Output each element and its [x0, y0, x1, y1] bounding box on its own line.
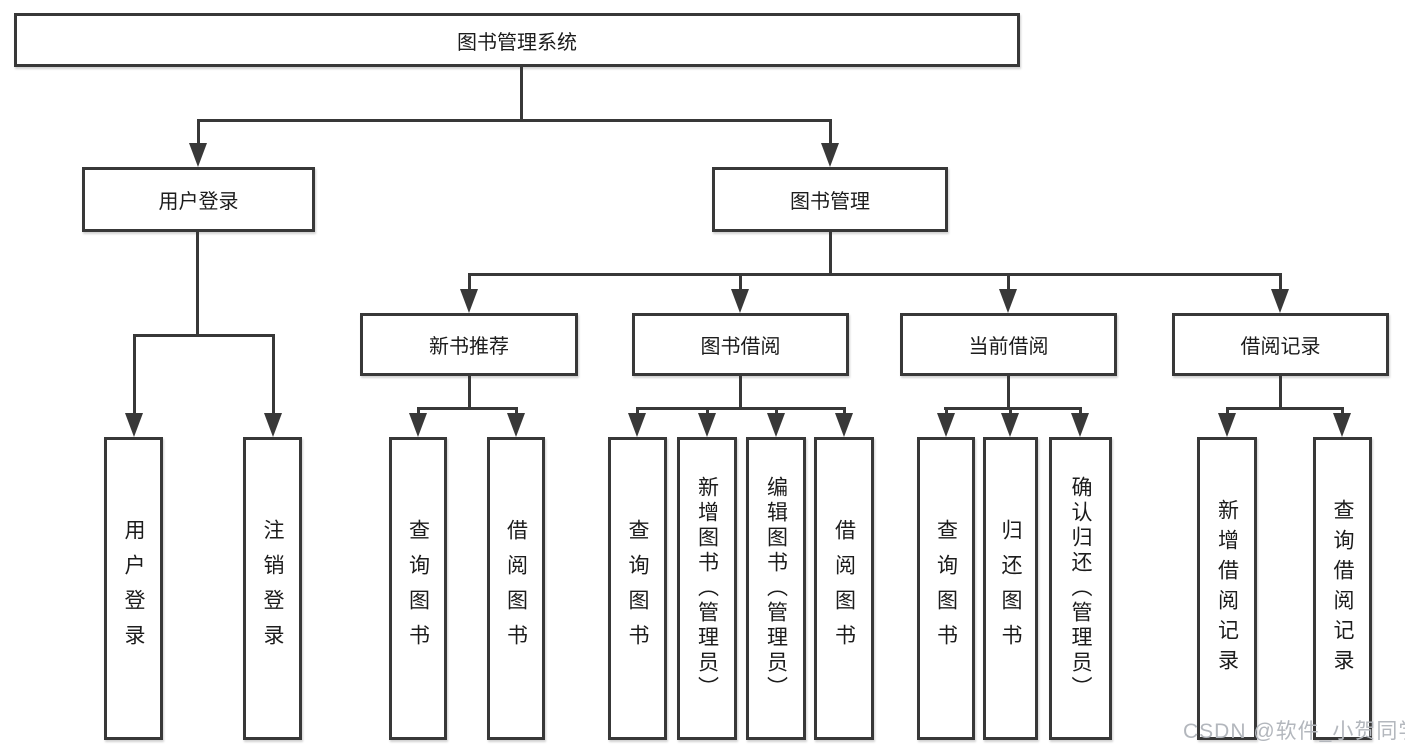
arrowhead	[125, 413, 143, 437]
connector-line	[520, 67, 523, 119]
node-label: 查询借阅记录	[1331, 498, 1354, 679]
node-book-borrowing: 图书借阅	[632, 313, 849, 376]
connector-line	[197, 119, 831, 122]
connector-line	[468, 376, 471, 409]
node-new-book-recommendation: 新书推荐	[360, 313, 578, 376]
connector-line	[1341, 407, 1344, 418]
node-label: 编辑图书（管理员）	[764, 476, 788, 701]
arrowhead	[1071, 413, 1089, 437]
watermark: CSDN @软件_小贺同学	[1183, 720, 1405, 743]
connector-line	[1079, 407, 1082, 418]
arrowhead	[409, 413, 427, 437]
node-borrowing-records: 借阅记录	[1172, 313, 1389, 376]
connector-line	[417, 407, 518, 410]
arrowhead	[628, 413, 646, 437]
node-query-books: 查询图书	[608, 437, 667, 740]
node-label: 借阅图书	[832, 518, 856, 659]
connector-line	[1226, 407, 1344, 410]
connector-line	[829, 119, 832, 147]
arrowhead	[937, 413, 955, 437]
connector-line	[272, 334, 275, 416]
arrowhead	[1271, 289, 1289, 313]
node-label: 查询图书	[934, 518, 958, 659]
node-label: 用户登录	[158, 191, 239, 213]
arrowhead	[507, 413, 525, 437]
node-user-login-action: 用户登录	[104, 437, 163, 740]
connector-line	[196, 232, 199, 336]
connector-line	[1279, 273, 1282, 292]
connector-line	[636, 407, 639, 418]
node-query-borrow-record: 查询借阅记录	[1313, 437, 1372, 740]
arrowhead	[999, 289, 1017, 313]
node-user-login: 用户登录	[82, 167, 315, 232]
node-query-books: 查询图书	[917, 437, 975, 740]
connector-line	[636, 407, 845, 410]
connector-line	[1279, 376, 1282, 409]
node-label: 注销登录	[261, 518, 284, 659]
arrowhead	[698, 413, 716, 437]
connector-line	[417, 407, 420, 418]
node-borrow-books: 借阅图书	[487, 437, 545, 740]
node-confirm-return-admin: 确认归还（管理员）	[1049, 437, 1112, 740]
connector-line	[197, 119, 200, 147]
arrowhead	[264, 413, 282, 437]
node-label: 新书推荐	[429, 336, 509, 358]
node-edit-books-admin: 编辑图书（管理员）	[746, 437, 806, 740]
connector-line	[829, 232, 832, 275]
connector-line	[133, 334, 136, 416]
connector-line	[1009, 407, 1012, 418]
arrowhead	[835, 413, 853, 437]
node-add-books-admin: 新增图书（管理员）	[677, 437, 737, 740]
connector-line	[515, 407, 518, 418]
connector-line	[133, 334, 274, 337]
connector-line	[468, 273, 471, 292]
node-label: 图书管理系统	[457, 31, 577, 54]
connector-line	[468, 273, 1281, 276]
connector-line	[944, 407, 1081, 410]
arrowhead	[1001, 413, 1019, 437]
node-label: 归还图书	[999, 518, 1022, 659]
node-label: 借阅图书	[504, 518, 528, 659]
node-label: 新增图书（管理员）	[695, 476, 719, 701]
node-book-management: 图书管理	[712, 167, 948, 232]
node-query-books: 查询图书	[389, 437, 447, 740]
node-label: 新增借阅记录	[1215, 498, 1239, 679]
node-label: 图书管理	[790, 191, 870, 213]
connector-line	[945, 407, 948, 418]
node-return-books: 归还图书	[983, 437, 1038, 740]
connector-line	[706, 407, 709, 418]
arrowhead	[1333, 413, 1351, 437]
arrowhead	[460, 289, 478, 313]
node-label: 查询图书	[406, 518, 430, 659]
node-label: 当前借阅	[968, 336, 1049, 358]
node-label: 查询图书	[626, 518, 649, 659]
node-label: 确认归还（管理员）	[1069, 476, 1092, 701]
connector-line	[775, 407, 778, 418]
node-label: 用户登录	[122, 518, 145, 659]
node-current-borrowing: 当前借阅	[900, 313, 1117, 376]
node-borrow-books: 借阅图书	[814, 437, 874, 740]
arrowhead	[731, 289, 749, 313]
arrowhead	[821, 143, 839, 167]
node-label: 借阅记录	[1240, 336, 1321, 358]
connector-line	[1007, 273, 1010, 292]
arrowhead	[189, 143, 207, 167]
connector-line	[843, 407, 846, 418]
connector-line	[1007, 376, 1010, 409]
arrowhead	[767, 413, 785, 437]
connector-line	[1226, 407, 1229, 418]
node-label: 图书借阅	[700, 336, 781, 358]
node-logout: 注销登录	[243, 437, 302, 740]
arrowhead	[1218, 413, 1236, 437]
connector-line	[739, 376, 742, 409]
node-library-management-system: 图书管理系统	[14, 13, 1020, 67]
connector-line	[739, 273, 742, 292]
node-add-borrow-record: 新增借阅记录	[1197, 437, 1257, 740]
